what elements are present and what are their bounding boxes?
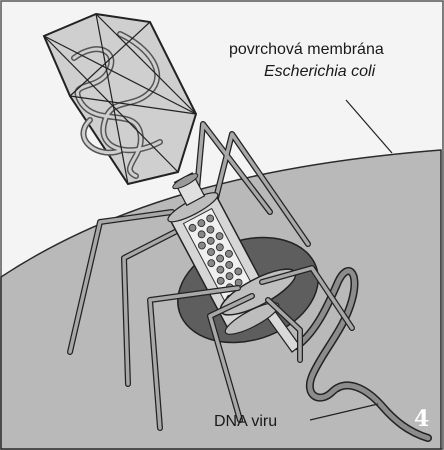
membrane-label: povrchová membrána (229, 40, 384, 60)
panel-number: 4 (414, 406, 429, 432)
organism-label: Escherichia coli (264, 62, 375, 82)
dna-label: DNA viru (214, 412, 277, 432)
